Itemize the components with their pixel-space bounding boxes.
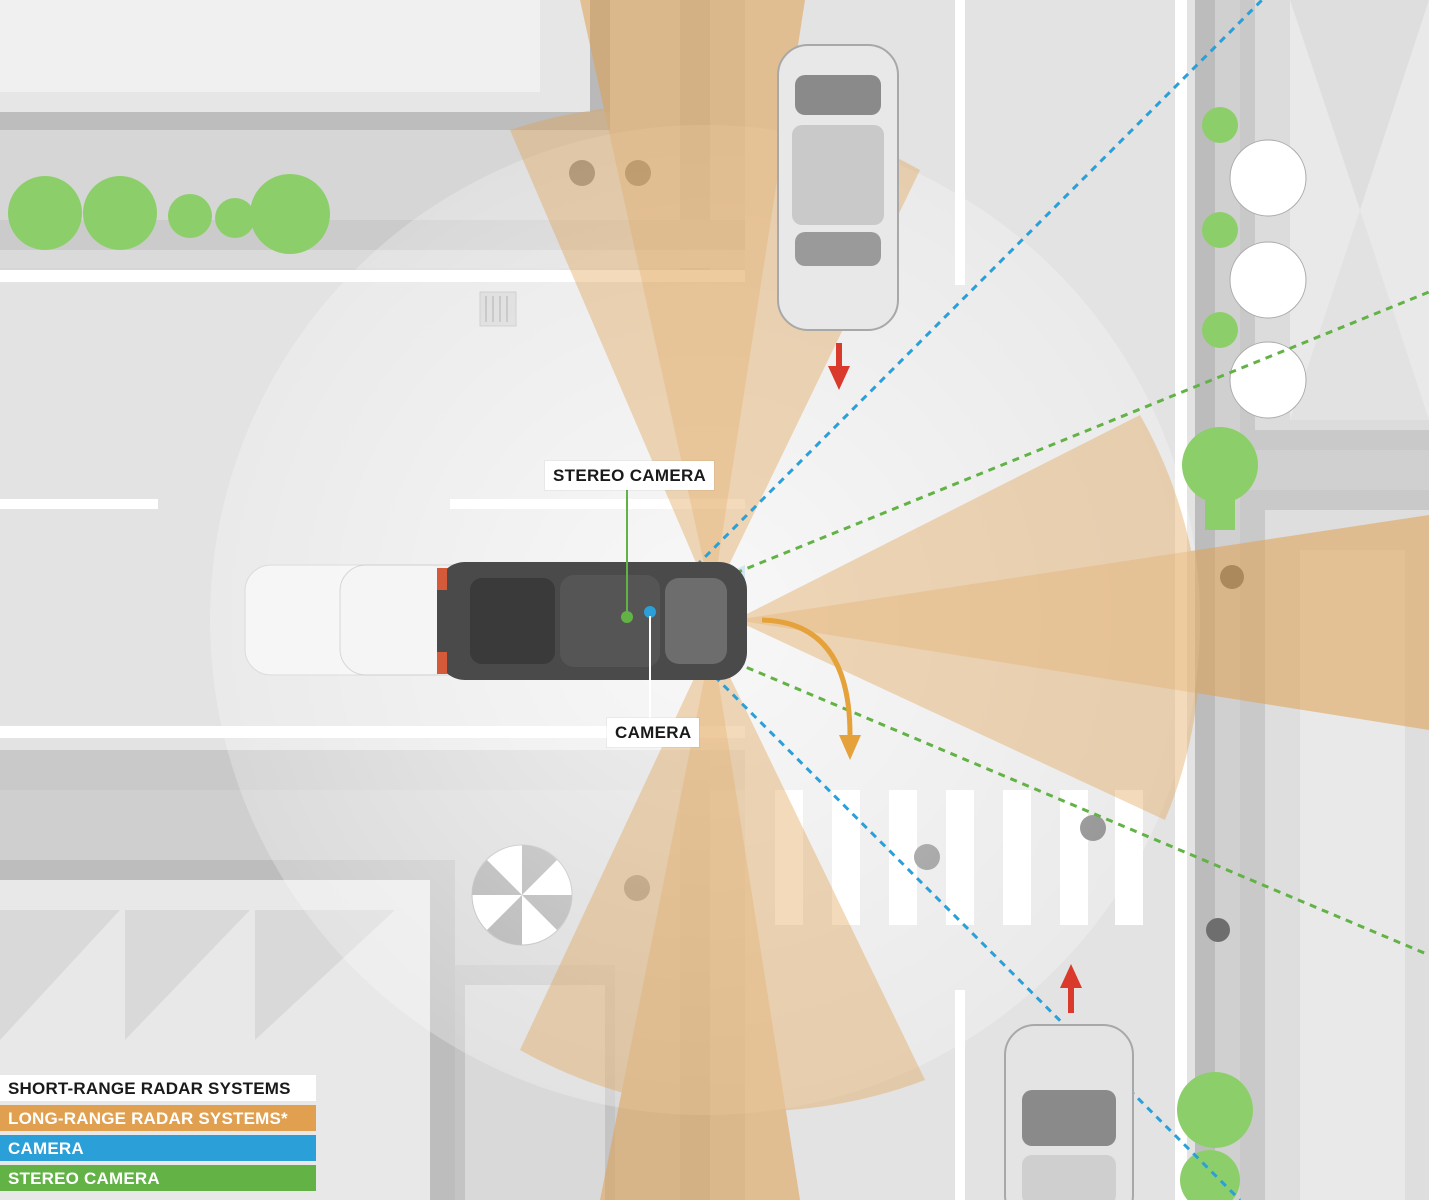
camera-callout: CAMERA: [607, 718, 700, 747]
camera-dashed-lines: [648, 0, 1264, 1200]
ego-car: [437, 562, 747, 680]
legend-item-stereo-camera: STEREO CAMERA: [0, 1165, 316, 1191]
camera-point: [644, 606, 656, 618]
legend-label: CAMERA: [8, 1139, 84, 1158]
legend-label: LONG-RANGE RADAR SYSTEMS*: [8, 1109, 288, 1128]
stereo-camera-callout: STEREO CAMERA: [545, 461, 715, 490]
orange-turn-arrow-icon: [761, 617, 861, 760]
trees: [8, 107, 1258, 1200]
red-arrow-down-icon: [828, 343, 850, 390]
oncoming-car-top: [777, 44, 899, 331]
legend-label: SHORT-RANGE RADAR SYSTEMS: [8, 1079, 291, 1098]
car-bottom-right: [1004, 1024, 1134, 1200]
legend-item-short-range: SHORT-RANGE RADAR SYSTEMS: [0, 1075, 316, 1101]
legend-item-long-range: LONG-RANGE RADAR SYSTEMS*: [0, 1105, 316, 1131]
legend: SHORT-RANGE RADAR SYSTEMS LONG-RANGE RAD…: [0, 1075, 316, 1195]
red-arrow-up-icon: [1060, 964, 1082, 1013]
stereo-camera-point: [621, 611, 633, 623]
legend-item-camera: CAMERA: [0, 1135, 316, 1161]
legend-label: STEREO CAMERA: [8, 1169, 160, 1188]
stereo-dashed-lines: [626, 290, 1429, 957]
